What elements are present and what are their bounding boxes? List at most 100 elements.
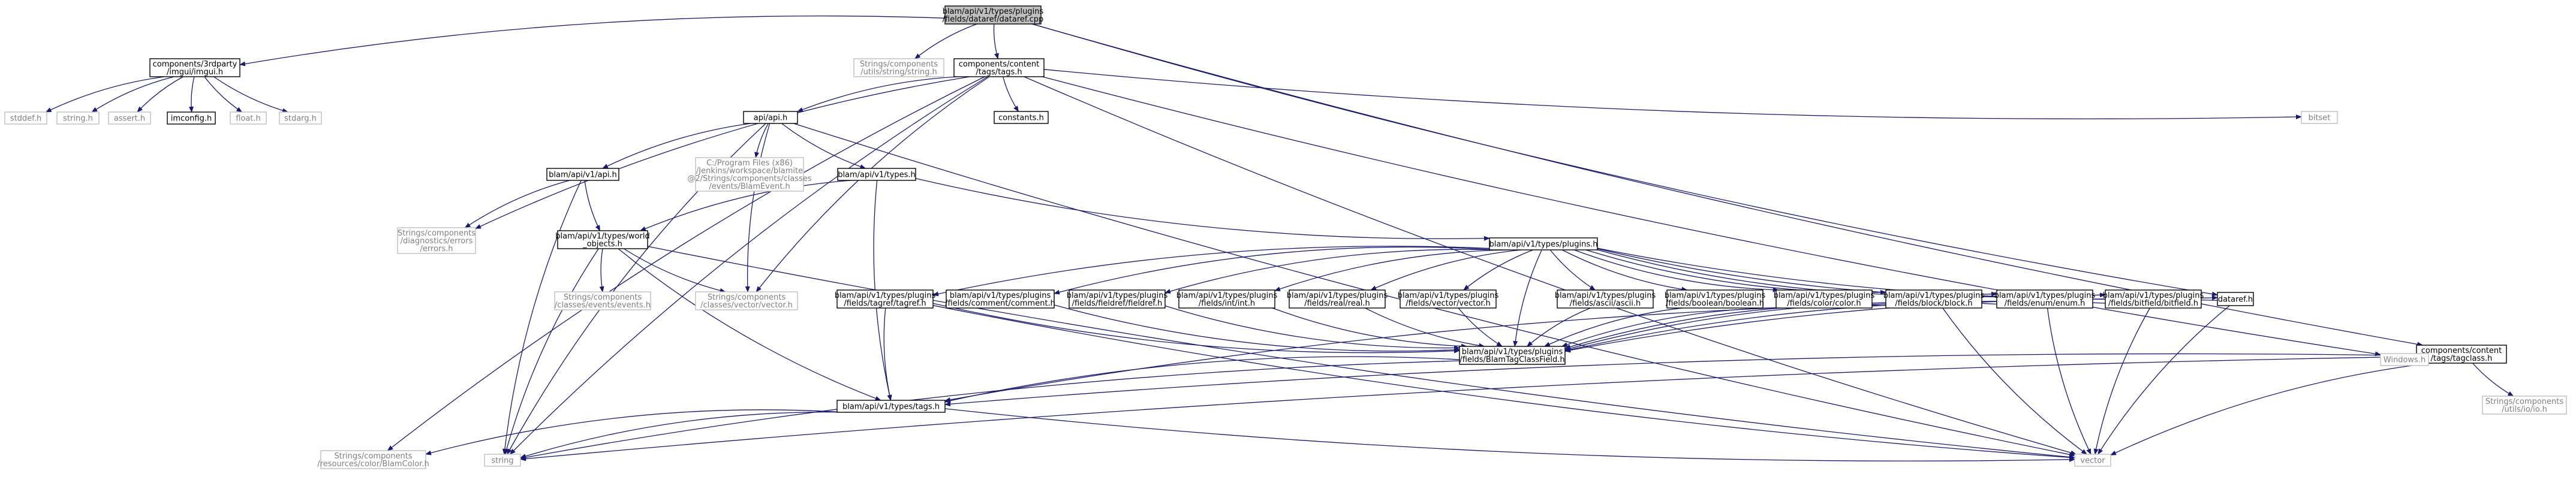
node-label-line: /fields/BlamTagClassField.h xyxy=(1459,355,1564,364)
edge-fieldref_h-to-blamtagclassfield_h xyxy=(1164,305,1460,351)
node-label-line: blam/api/v1/types/plugins xyxy=(1067,291,1168,300)
node-boolean-h[interactable]: blam/api/v1/types/plugins/fields/boolean… xyxy=(1665,289,1766,309)
node-label-line: vector xyxy=(2080,457,2105,466)
node-box xyxy=(836,289,934,309)
node-color-h[interactable]: blam/api/v1/types/plugins/fields/color/c… xyxy=(1774,289,1875,309)
nodes-layer: blam/api/v1/types/plugins/fields/dataref… xyxy=(4,5,2567,469)
node-types-h[interactable]: blam/api/v1/types.h xyxy=(837,168,916,181)
node-plugins-h[interactable]: blam/api/v1/types/plugins.h xyxy=(1489,237,1598,250)
node-errors-h: Strings/components/diagnostics/errors/er… xyxy=(397,227,476,254)
node-vector-h: Strings/components/classes/vector/vector… xyxy=(695,291,798,310)
node-tags-h[interactable]: components/content/tags/tags.h xyxy=(953,58,1045,77)
edge-plugins_h-to-ascii_h xyxy=(1549,249,1596,291)
edge-vtags_h-to-vector_std xyxy=(944,408,2075,462)
node-tagref-h[interactable]: blam/api/v1/types/plugins/fields/tagref/… xyxy=(835,289,936,309)
edge-block_h-to-vtags_h xyxy=(944,303,1886,403)
node-constants-h[interactable]: constants.h xyxy=(994,111,1049,124)
edge-comment_h-to-blamtagclassfield_h xyxy=(1054,304,1460,352)
edge-vtags_h-to-blamcolor_h xyxy=(425,409,838,455)
node-label-line: /fields/bitfield/bitfield.h xyxy=(2108,299,2198,308)
node-label-line: string xyxy=(491,457,513,466)
node-api-h[interactable]: api/api.h xyxy=(743,111,798,124)
node-label-line: blam/api/v1/types/plugins xyxy=(943,7,1044,16)
edge-dataref_cpp-to-taglass_h xyxy=(1031,23,2424,347)
node-events-h: Strings/components/classes/events/events… xyxy=(554,291,651,310)
node-box xyxy=(108,111,151,125)
node-vtags-h[interactable]: blam/api/v1/types/tags.h xyxy=(836,400,946,413)
edge-bitfield_h-to-vector_std xyxy=(2093,307,2150,455)
node-block-h[interactable]: blam/api/v1/types/plugins/fields/block/b… xyxy=(1883,289,1985,309)
node-box xyxy=(279,111,322,125)
node-blamtagclassfield-h[interactable]: blam/api/v1/types/plugins/fields/BlamTag… xyxy=(1459,346,1566,365)
edge-tags_h-to-api_h xyxy=(797,76,958,112)
edge-tagref_h-to-vtags_h xyxy=(883,307,892,401)
node-string-std: string xyxy=(484,454,521,467)
node-v1api-h[interactable]: blam/api/v1/api.h xyxy=(546,168,619,181)
edge-plugins_h-to-fieldref_h xyxy=(1164,249,1497,294)
node-label-line: string.h xyxy=(63,114,93,123)
edge-tagref_h-to-blamtagclassfield_h xyxy=(932,303,1460,354)
node-label-line: dataref.h xyxy=(2218,295,2253,304)
node-label-line: /fields/comment/comment.h xyxy=(945,299,1055,308)
edge-api_h-to-blamite_events xyxy=(754,123,769,158)
node-label-line: blam/api/v1/types/tags.h xyxy=(842,403,940,412)
node-box xyxy=(230,111,267,125)
node-world-objects-h[interactable]: blam/api/v1/types/world_objects.h xyxy=(555,230,650,249)
edge-tags_h-to-windows_h xyxy=(1042,76,2381,357)
node-box xyxy=(1489,237,1598,250)
node-ascii-h[interactable]: blam/api/v1/types/plugins/fields/ascii/a… xyxy=(1555,289,1656,309)
node-label-line: blam/api/v1/types/plugins xyxy=(1774,291,1875,300)
node-label-line: _objects.h xyxy=(582,240,622,249)
node-label-line: /fields/color/color.h xyxy=(1787,299,1861,308)
edge-plugins_h-to-int_h xyxy=(1274,249,1509,291)
node-box xyxy=(1557,289,1654,309)
node-label-line: Strings/components xyxy=(334,452,412,461)
node-label-line: /fields/dataref/dataref.cpp xyxy=(943,15,1044,24)
node-int-h[interactable]: blam/api/v1/types/plugins/fields/int/int… xyxy=(1176,289,1278,309)
edge-block_h-to-blamtagclassfield_h xyxy=(1564,304,1886,349)
edge-blamtagclassfield_h-to-string_std xyxy=(520,360,1460,460)
node-vector-std: vector xyxy=(2074,454,2111,467)
node-bitfield-h[interactable]: blam/api/v1/types/plugins/fields/bitfiel… xyxy=(2103,289,2204,309)
node-label-line: /fields/real/real.h xyxy=(1304,299,1370,308)
edge-v1api_h-to-errors_h xyxy=(464,180,570,228)
node-real-h[interactable]: blam/api/v1/types/plugins/fields/real/re… xyxy=(1287,289,1388,309)
edge-int_h-to-blamtagclassfield_h xyxy=(1272,307,1467,349)
node-label-line: blam/api/v1/api.h xyxy=(549,171,617,180)
edge-blamtagclassfield_h-to-vtags_h xyxy=(944,356,1460,403)
edge-bitfield_h-to-blamtagclassfield_h xyxy=(1564,300,2106,352)
edge-imgui_h-to-stddef_h xyxy=(45,76,165,113)
node-label-line: blam/api/v1/types/plugins xyxy=(1176,291,1278,300)
node-comment-h[interactable]: blam/api/v1/types/plugins/fields/comment… xyxy=(945,289,1055,309)
edge-imgui_h-to-float_h xyxy=(204,76,243,113)
node-box xyxy=(1666,289,1764,309)
edge-plugins_h-to-comment_h xyxy=(1054,246,1490,295)
node-vectorf-h[interactable]: blam/api/v1/types/plugins/fields/vector/… xyxy=(1398,289,1499,309)
node-box xyxy=(2301,111,2338,124)
node-box xyxy=(167,111,216,125)
node-taglass-h[interactable]: components/content/tags/tagclass.h xyxy=(2416,345,2507,364)
node-label-line: blam/api/v1/types/plugins xyxy=(950,291,1051,300)
node-fieldref-h[interactable]: blam/api/v1/types/plugins/fields/fieldre… xyxy=(1067,289,1168,309)
edge-plugins_h-to-enum_h xyxy=(1597,249,1997,297)
node-dataref-cpp: blam/api/v1/types/plugins/fields/dataref… xyxy=(943,5,1044,25)
node-label-line: /fields/tagref/tagref.h xyxy=(844,299,926,308)
node-box xyxy=(2217,292,2254,306)
node-box xyxy=(1885,289,1982,309)
node-box xyxy=(994,111,1049,124)
edge-taglass_h-to-io_h xyxy=(2472,363,2514,397)
node-imconfig-h[interactable]: imconfig.h xyxy=(167,111,216,125)
node-imgui-h[interactable]: components/3rdparty/imgui/imgui.h xyxy=(149,58,240,77)
node-label-line: blam/api/v1/types/plugins xyxy=(1287,291,1388,300)
edge-plugins_h-to-blamtagclassfield_h xyxy=(1513,249,1542,347)
edge-tags_h-to-constants_h xyxy=(1003,76,1019,112)
edge-real_h-to-blamtagclassfield_h xyxy=(1365,307,1485,348)
node-label-line: blam/api/v1/types/plugins xyxy=(1555,291,1656,300)
node-box xyxy=(853,58,944,77)
node-label-line: /fields/boolean/boolean.h xyxy=(1666,299,1764,308)
node-label-line: /classes/vector/vector.h xyxy=(700,301,793,310)
node-label-line: /tags/tagclass.h xyxy=(2431,354,2493,363)
node-enum-h[interactable]: blam/api/v1/types/plugins/fields/enum/en… xyxy=(1994,289,2096,309)
node-dataref-h[interactable]: dataref.h xyxy=(2217,292,2254,306)
